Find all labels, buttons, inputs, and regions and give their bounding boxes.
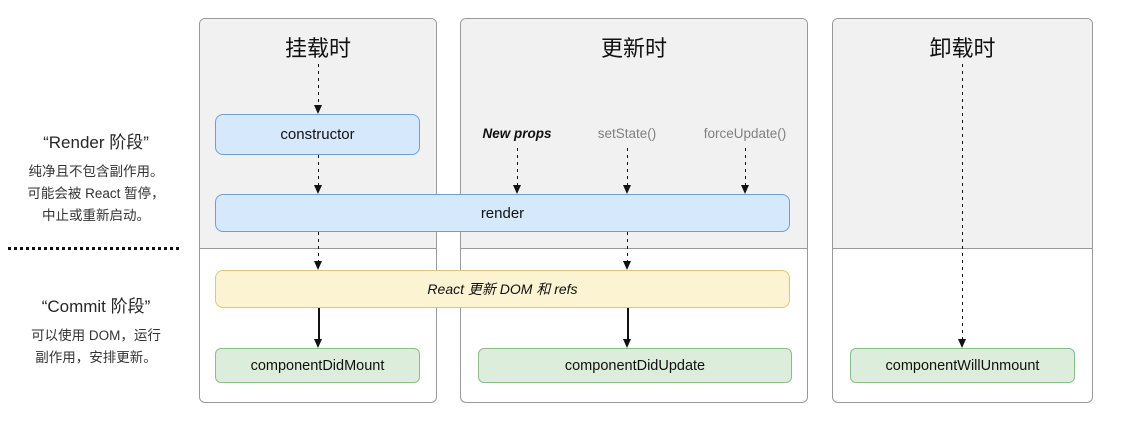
trigger-setstate-label: setState(): [597, 126, 657, 141]
arrow-render-to-react-updates-mounting: [314, 232, 323, 270]
arrow-react-updates-to-componentdidupdate: [623, 308, 632, 348]
arrow-line: [318, 308, 320, 340]
arrowhead-icon: [314, 339, 322, 348]
column-mounting-header: 挂载时: [284, 36, 351, 61]
arrow-forceupdate-to-render: [741, 148, 750, 194]
column-unmounting-header: 卸载时: [929, 36, 996, 61]
commit-phase-legend: “Commit 阶段” 可以使用 DOM，运行 副作用，安排更新。: [0, 292, 192, 369]
arrow-line: [318, 232, 319, 262]
trigger-new-props-label: New props: [482, 126, 552, 141]
componentdidmount-box[interactable]: componentDidMount: [215, 348, 420, 383]
render-phase-desc-line1: 纯净且不包含副作用。: [28, 164, 164, 179]
arrow-react-updates-to-componentdidmount: [314, 308, 323, 348]
commit-phase-title: “Commit 阶段”: [41, 297, 151, 316]
arrowhead-icon: [513, 185, 521, 194]
arrow-constructor-to-render: [314, 155, 323, 194]
render-phase-legend: “Render 阶段” 纯净且不包含副作用。 可能会被 React 暂停， 中止…: [0, 128, 192, 227]
arrowhead-icon: [958, 339, 966, 348]
react-updates-dom-refs-box: React 更新 DOM 和 refs: [215, 270, 790, 308]
arrow-line: [627, 148, 628, 186]
arrowhead-icon: [623, 339, 631, 348]
render-phase-desc-line2: 可能会被 React 暂停，: [27, 186, 165, 201]
arrowhead-icon: [741, 185, 749, 194]
arrow-render-to-react-updates-updating: [623, 232, 632, 270]
arrow-line: [627, 308, 629, 340]
render-phase-desc-line3: 中止或重新启动。: [42, 208, 150, 223]
arrowhead-icon: [314, 185, 322, 194]
componentwillunmount-box[interactable]: componentWillUnmount: [850, 348, 1075, 383]
arrow-unmounting-to-componentwillunmount: [958, 64, 967, 348]
render-phase-title: “Render 阶段”: [43, 133, 149, 152]
phase-divider-dotted-line: [8, 247, 182, 250]
arrow-setstate-to-render: [623, 148, 632, 194]
arrow-line: [318, 64, 319, 106]
arrow-new-props-to-render: [513, 148, 522, 194]
arrow-line: [517, 148, 518, 186]
arrow-line: [745, 148, 746, 186]
column-updating-header: 更新时: [600, 36, 667, 61]
arrowhead-icon: [623, 185, 631, 194]
arrow-mounting-to-constructor: [314, 64, 323, 114]
arrow-line: [962, 64, 963, 340]
trigger-forceupdate-label: forceUpdate(): [703, 126, 787, 141]
constructor-box[interactable]: constructor: [215, 114, 420, 155]
componentdidupdate-box[interactable]: componentDidUpdate: [478, 348, 792, 383]
arrowhead-icon: [623, 261, 631, 270]
arrow-line: [627, 232, 628, 262]
arrow-line: [318, 155, 319, 186]
arrowhead-icon: [314, 105, 322, 114]
commit-phase-desc-line1: 可以使用 DOM，运行: [31, 328, 161, 343]
arrowhead-icon: [314, 261, 322, 270]
render-box[interactable]: render: [215, 194, 790, 232]
commit-phase-desc-line2: 副作用，安排更新。: [35, 350, 157, 365]
